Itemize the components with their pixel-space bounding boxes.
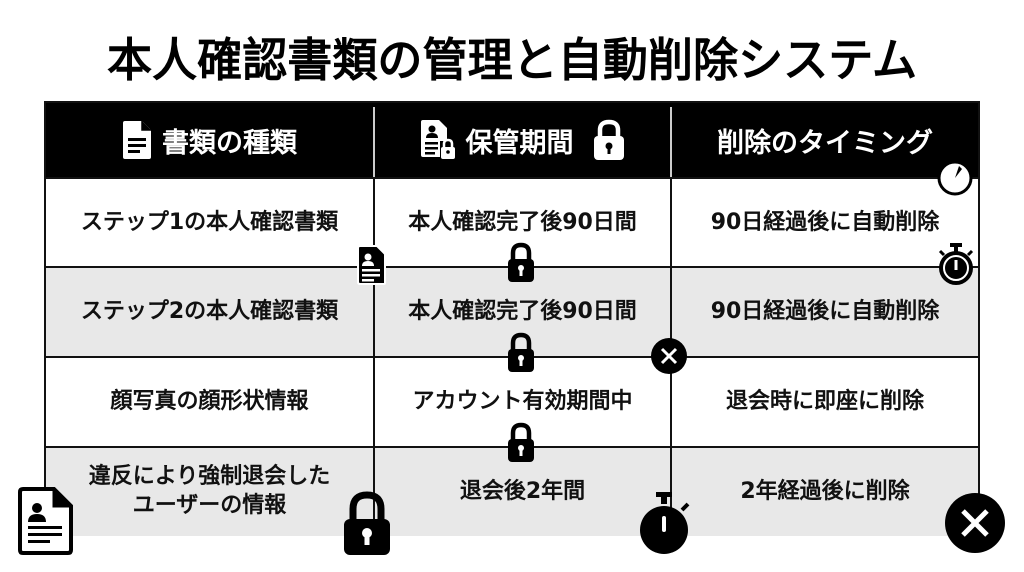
deletion-cell: 90日経過後に自動削除 xyxy=(710,298,940,324)
padlock-icon xyxy=(508,422,534,462)
delete-x-icon xyxy=(651,338,687,374)
table-header: 書類の種類 保管期間 削除 xyxy=(46,103,978,177)
delete-x-icon xyxy=(945,493,1005,553)
header-retention-period: 保管期間 xyxy=(375,103,670,177)
deletion-cell: 退会時に即座に削除 xyxy=(725,388,924,414)
header-label: 保管期間 xyxy=(465,127,574,159)
header-divider xyxy=(373,107,375,177)
padlock-icon xyxy=(344,491,390,555)
header-deletion-timing: 削除のタイミング xyxy=(672,103,978,177)
padlock-icon xyxy=(593,119,624,160)
id-document-icon xyxy=(18,487,73,555)
retention-cell: 本人確認完了後90日間 xyxy=(408,298,637,324)
document-lock-icon xyxy=(420,120,455,159)
header-label: 削除のタイミング xyxy=(717,127,933,159)
header-label: 書類の種類 xyxy=(162,127,297,159)
deletion-cell: 2年経過後に削除 xyxy=(740,478,910,504)
id-document-icon xyxy=(357,245,386,285)
retention-cell: アカウント有効期間中 xyxy=(412,388,633,414)
document-type-line: ユーザーの情報 xyxy=(132,493,287,518)
retention-table: 書類の種類 保管期間 削除 xyxy=(44,101,980,537)
document-type-cell: ステップ2の本人確認書類 xyxy=(80,298,339,324)
retention-cell: 退会後2年間 xyxy=(459,478,586,504)
header-document-type: 書類の種類 xyxy=(46,103,373,177)
retention-cell: 本人確認完了後90日間 xyxy=(408,209,637,235)
document-type-cell: 違反により強制退会した ユーザーの情報 xyxy=(46,448,373,536)
document-type-cell: ステップ1の本人確認書類 xyxy=(80,209,339,235)
column-divider xyxy=(373,177,375,537)
table-row: ステップ1の本人確認書類 本人確認完了後90日間 90日経過後に自動削除 xyxy=(46,177,978,267)
document-type-line: 違反により強制退会した xyxy=(88,464,331,490)
header-divider xyxy=(670,107,672,177)
deletion-cell: 90日経過後に自動削除 xyxy=(710,209,940,235)
document-icon xyxy=(123,121,151,159)
padlock-icon xyxy=(508,332,534,372)
padlock-icon xyxy=(508,242,534,282)
stopwatch-icon xyxy=(640,492,690,554)
document-type-cell: 顔写真の顔形状情報 xyxy=(110,388,309,414)
stopwatch-icon xyxy=(938,243,974,285)
page-title: 本人確認書類の管理と自動削除システム xyxy=(106,33,918,87)
stopwatch-icon xyxy=(937,155,973,196)
